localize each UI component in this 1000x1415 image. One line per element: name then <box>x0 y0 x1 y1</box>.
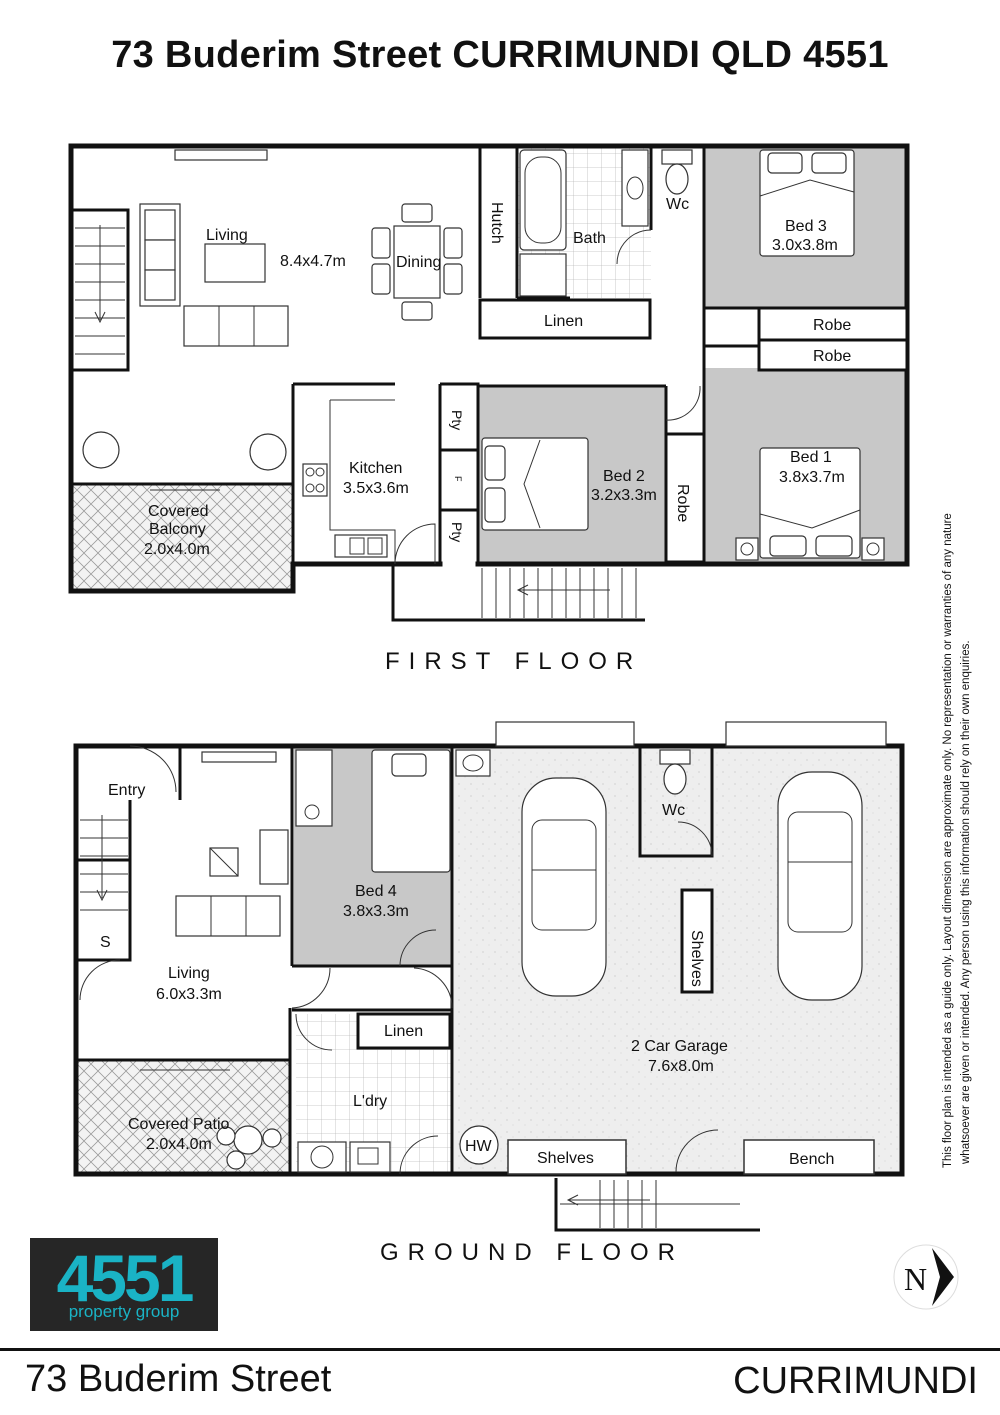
page-title: 73 Buderim Street CURRIMUNDI QLD 4551 <box>111 34 889 76</box>
ff-bath-label: Bath <box>573 230 606 247</box>
ff-kitchen-label: Kitchen <box>349 460 402 477</box>
footer-divider <box>0 1348 1000 1351</box>
footer-street: 73 Buderim Street <box>25 1358 332 1400</box>
ff-hutch-label: Hutch <box>488 202 505 244</box>
compass-north-icon: N <box>904 1261 927 1297</box>
gf-laundry-label: L'dry <box>353 1093 387 1110</box>
gf-living-label: Living <box>168 965 210 982</box>
ff-fridge-label: F <box>453 476 463 482</box>
disclaimer-line1: This floor plan is intended as a guide o… <box>942 513 954 1168</box>
gf-linen-label: Linen <box>384 1023 423 1040</box>
gf-shelves-label: Shelves <box>537 1150 594 1167</box>
agency-logo: 4551 property group <box>30 1238 218 1331</box>
gf-bench-label: Bench <box>789 1151 834 1168</box>
ff-bed1-label: Bed 1 <box>790 449 832 466</box>
ff-robe-bed3-label: Robe <box>813 317 851 334</box>
ff-balcony-label-a: Covered <box>148 503 208 520</box>
ff-robe-bed1-label: Robe <box>813 348 851 365</box>
gf-hw-label: HW <box>465 1138 493 1155</box>
ff-bed2-label: Bed 2 <box>603 468 645 485</box>
robe-bed2 <box>664 432 706 564</box>
ff-balcony-label-b: Balcony <box>149 521 206 538</box>
ground-floor-stair <box>80 815 128 911</box>
patio-floor <box>76 1060 290 1174</box>
ff-wc-label: Wc <box>666 196 689 213</box>
gf-patio-label: Covered Patio <box>128 1116 229 1133</box>
ff-kitchen-size: 3.5x3.6m <box>343 480 409 497</box>
ff-pantry-a-label: Pty <box>449 410 465 430</box>
ff-bed2-size: 3.2x3.3m <box>591 487 657 504</box>
gf-living-size: 6.0x3.3m <box>156 986 222 1003</box>
gf-garage-size: 7.6x8.0m <box>648 1058 714 1075</box>
garage-shelves <box>507 1139 627 1175</box>
gf-bed4-label: Bed 4 <box>355 883 397 900</box>
ff-living-label: Living <box>206 227 248 244</box>
gf-entry-label: Entry <box>108 782 145 799</box>
car-right <box>777 771 863 1001</box>
gf-store-label: S <box>100 934 111 951</box>
ff-bed3-label: Bed 3 <box>785 218 827 235</box>
ff-robe-bed2-label: Robe <box>674 484 691 522</box>
gf-garage-label: 2 Car Garage <box>631 1038 728 1055</box>
ff-bed1-size: 3.8x3.7m <box>779 469 845 486</box>
gf-shelves-vertical-label: Shelves <box>688 930 705 987</box>
garage-bench <box>743 1139 875 1175</box>
ff-living-size: 8.4x4.7m <box>280 253 346 270</box>
robe-bed3 <box>757 306 909 342</box>
ff-bed3-size: 3.0x3.8m <box>772 237 838 254</box>
gf-linen-cupboard <box>356 1012 452 1050</box>
first-floor-stair <box>75 225 125 355</box>
balcony-floor <box>71 484 293 591</box>
logo-number: 4551 <box>56 1241 195 1315</box>
ff-balcony-size: 2.0x4.0m <box>144 541 210 558</box>
ground-floor-label: GROUND FLOOR <box>380 1239 684 1266</box>
footer-suburb: CURRIMUNDI <box>733 1360 978 1402</box>
ff-linen-label: Linen <box>544 313 583 330</box>
gf-patio-size: 2.0x4.0m <box>146 1136 212 1153</box>
first-floor <box>68 143 910 622</box>
logo-subtitle: property group <box>68 1302 180 1321</box>
disclaimer-line2: whatsoever are given or intended. Any pe… <box>960 640 972 1165</box>
ff-pantry-b-label: Pty <box>449 522 465 542</box>
gf-bed4-size: 3.8x3.3m <box>343 903 409 920</box>
car-left <box>521 777 607 997</box>
ground-floor <box>73 721 905 1232</box>
first-floor-rear-stair <box>481 568 637 618</box>
linen-cupboard <box>478 298 652 340</box>
first-floor-label: FIRST FLOOR <box>385 648 642 675</box>
ground-floor-rear-stair <box>560 1180 740 1228</box>
ff-dining-label: Dining <box>396 254 441 271</box>
garage-shelves-vertical <box>680 888 714 994</box>
north-compass: N <box>893 1244 959 1310</box>
robe-bed1 <box>757 338 909 372</box>
gf-wc-label: Wc <box>662 802 685 819</box>
